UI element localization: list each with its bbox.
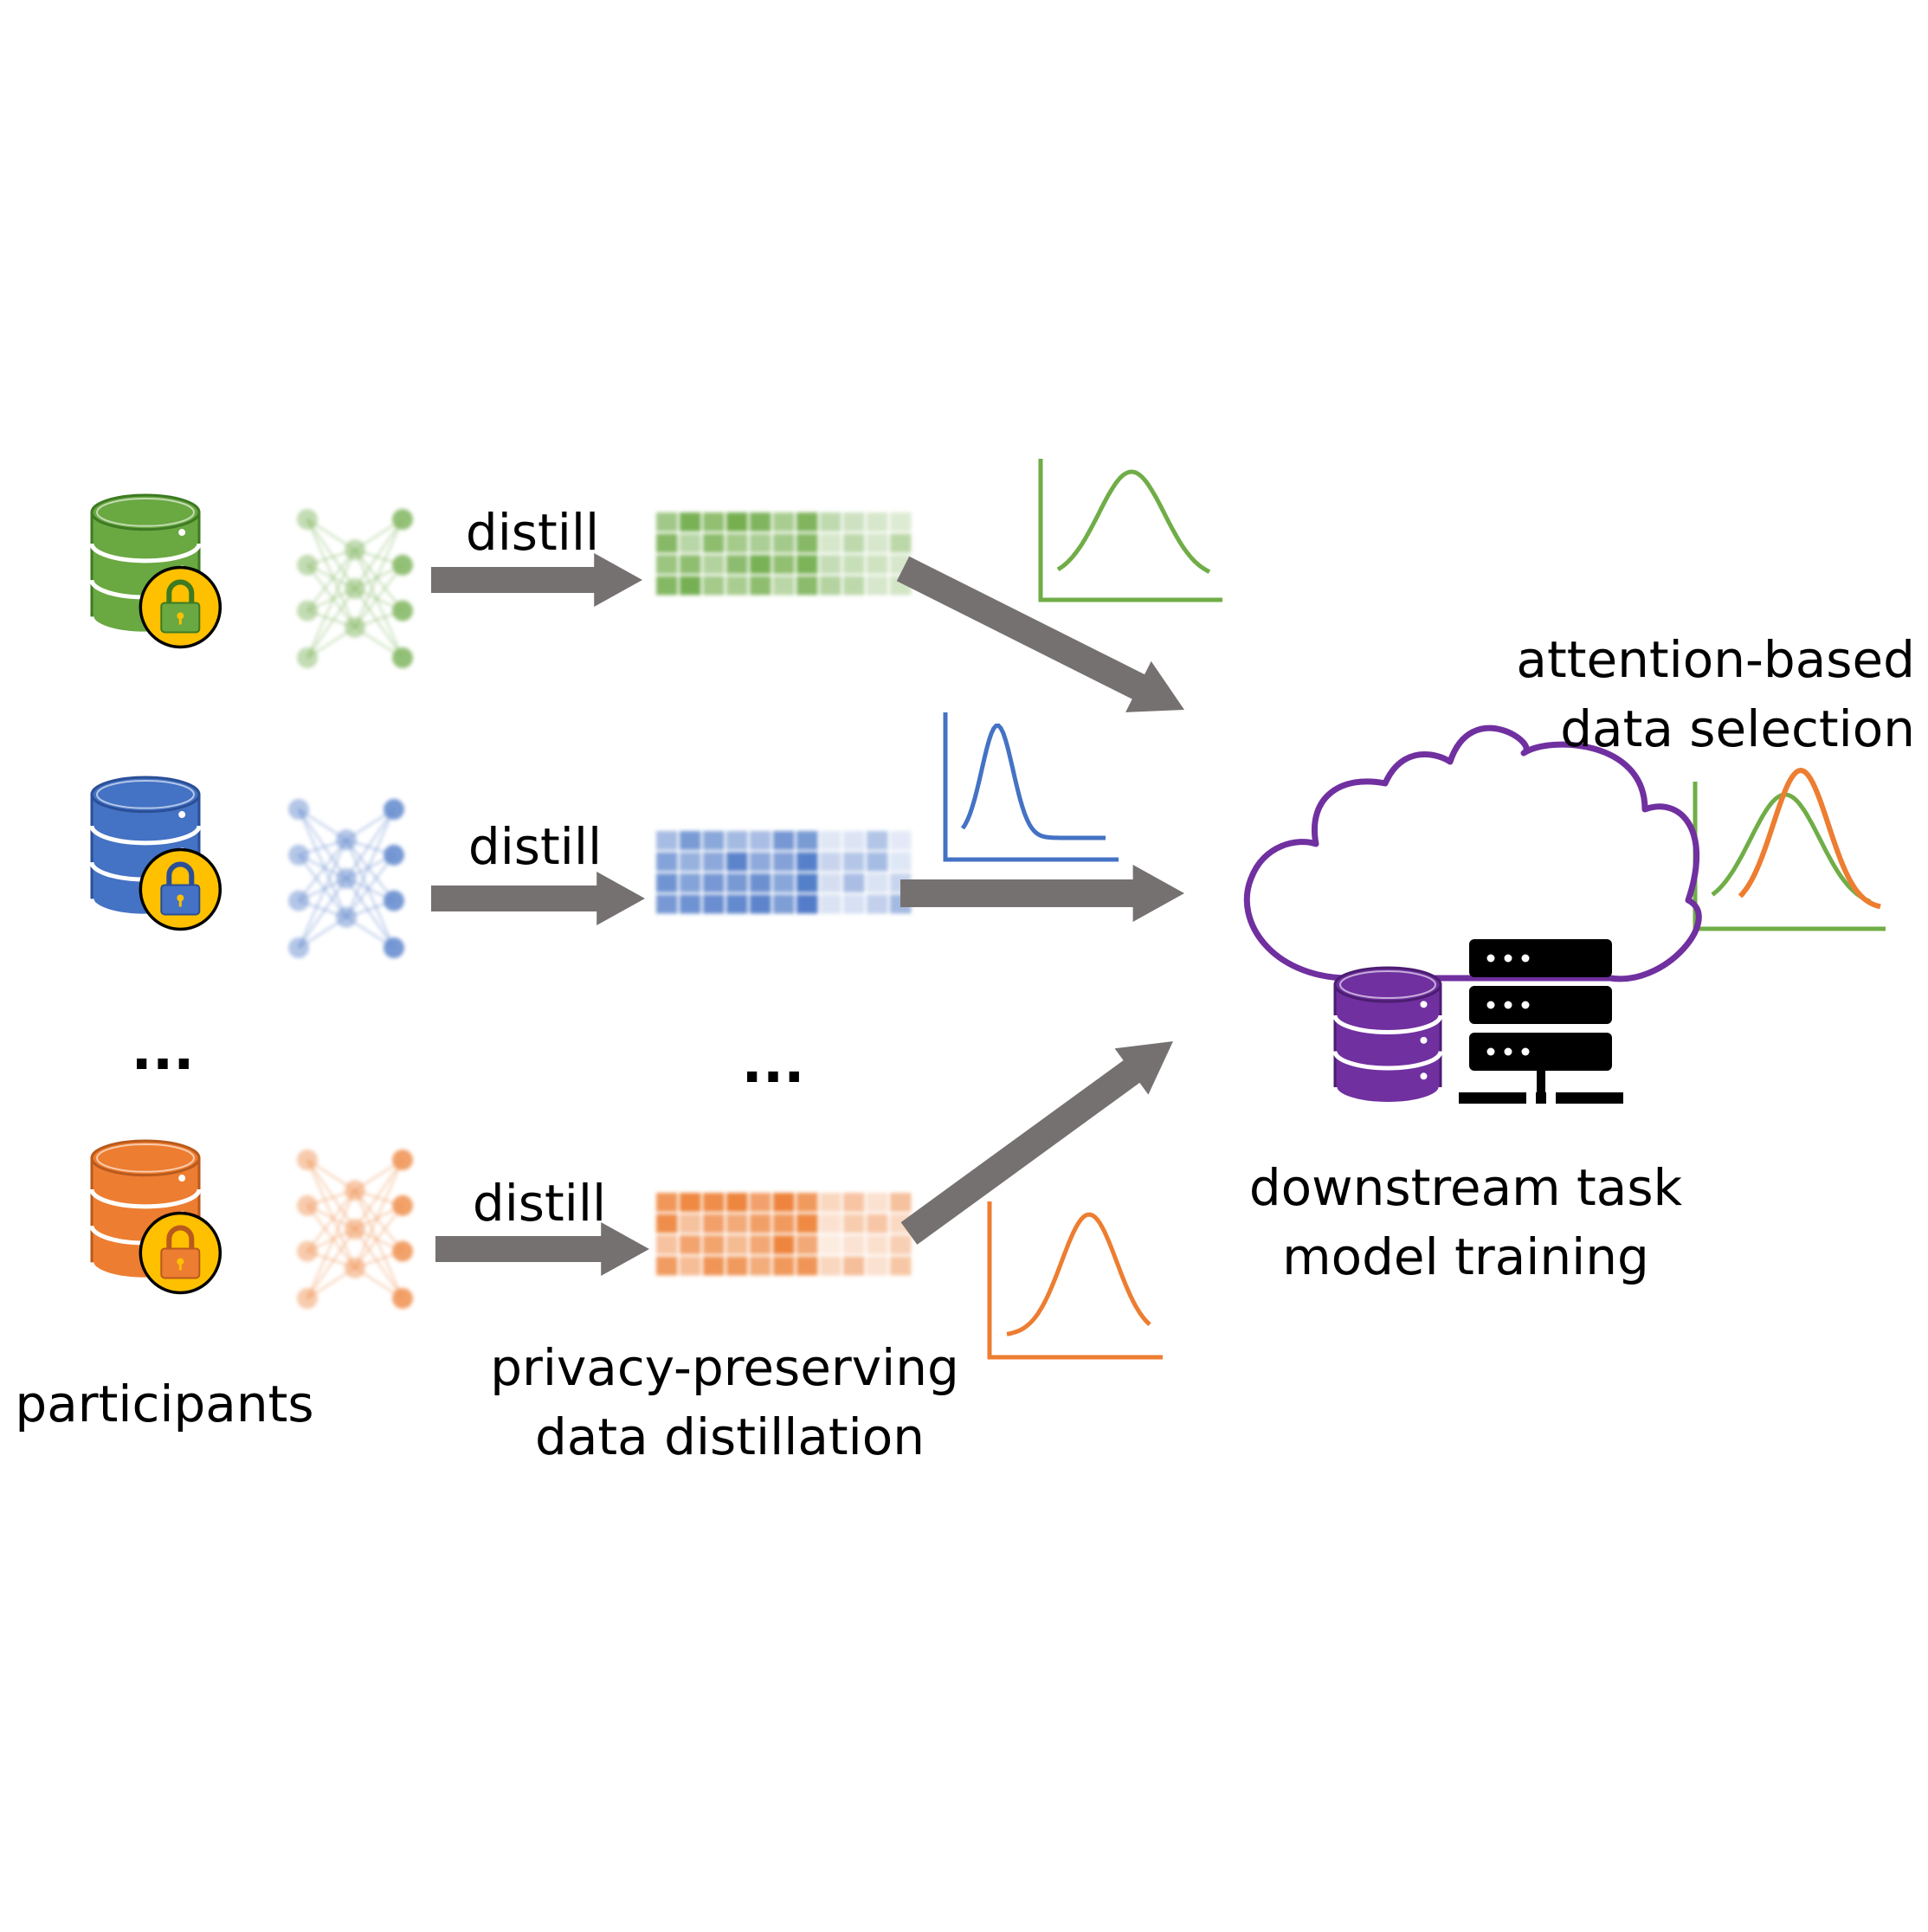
selection-label-line1: attention-based <box>1516 630 1915 689</box>
database-icon <box>1332 966 1443 1106</box>
cloud-server-group <box>1243 724 1702 1106</box>
server-database-icon <box>1332 966 1443 1106</box>
training-label-line1: downstream task <box>1249 1158 1683 1217</box>
lock-icon <box>139 1211 222 1295</box>
neural-network-icon <box>288 799 404 958</box>
distillation-label-line1: privacy-preserving <box>490 1338 959 1397</box>
distill-label-3: distill <box>473 1174 606 1233</box>
lock-icon <box>139 847 222 931</box>
flow-arrows <box>431 553 1185 1276</box>
arrow-icon <box>431 872 645 925</box>
participant-row-orange <box>89 1139 912 1309</box>
arrow-icon <box>431 553 642 607</box>
data-grid-icon <box>656 1193 912 1276</box>
lock-icon <box>139 565 222 649</box>
distribution-curves <box>943 459 1886 1360</box>
participant-row-green <box>89 493 912 668</box>
database-icon <box>89 493 222 649</box>
distribution-icon <box>1693 767 1886 931</box>
cloud-icon <box>1243 724 1702 982</box>
arrow-icon <box>900 865 1184 922</box>
data-grid-icon <box>656 831 912 914</box>
arrow-icon <box>900 1040 1174 1245</box>
neural-network-icon <box>297 509 413 668</box>
distill-label-2: distill <box>468 817 602 876</box>
server-rack-icon <box>1459 939 1623 1104</box>
participant-row-blue <box>89 776 912 958</box>
selection-label-line2: data selection <box>1560 699 1915 758</box>
participants-label: participants <box>15 1375 313 1433</box>
distill-label-1: distill <box>466 503 599 562</box>
database-icon <box>89 1139 222 1295</box>
distribution-icon <box>987 1201 1163 1360</box>
data-grid-icon <box>656 512 912 596</box>
training-label-line2: model training <box>1282 1227 1649 1286</box>
database-icon <box>89 776 222 931</box>
distribution-icon <box>1038 459 1222 602</box>
arrow-icon <box>435 1222 649 1276</box>
arrow-icon <box>896 556 1185 712</box>
participant-rows <box>89 493 912 1309</box>
participants-ellipsis: ... <box>132 1019 195 1083</box>
neural-network-icon <box>297 1150 413 1309</box>
distillation-label-line2: data distillation <box>535 1407 925 1466</box>
distillation-ellipsis: ... <box>742 1032 805 1096</box>
distribution-icon <box>943 712 1119 862</box>
